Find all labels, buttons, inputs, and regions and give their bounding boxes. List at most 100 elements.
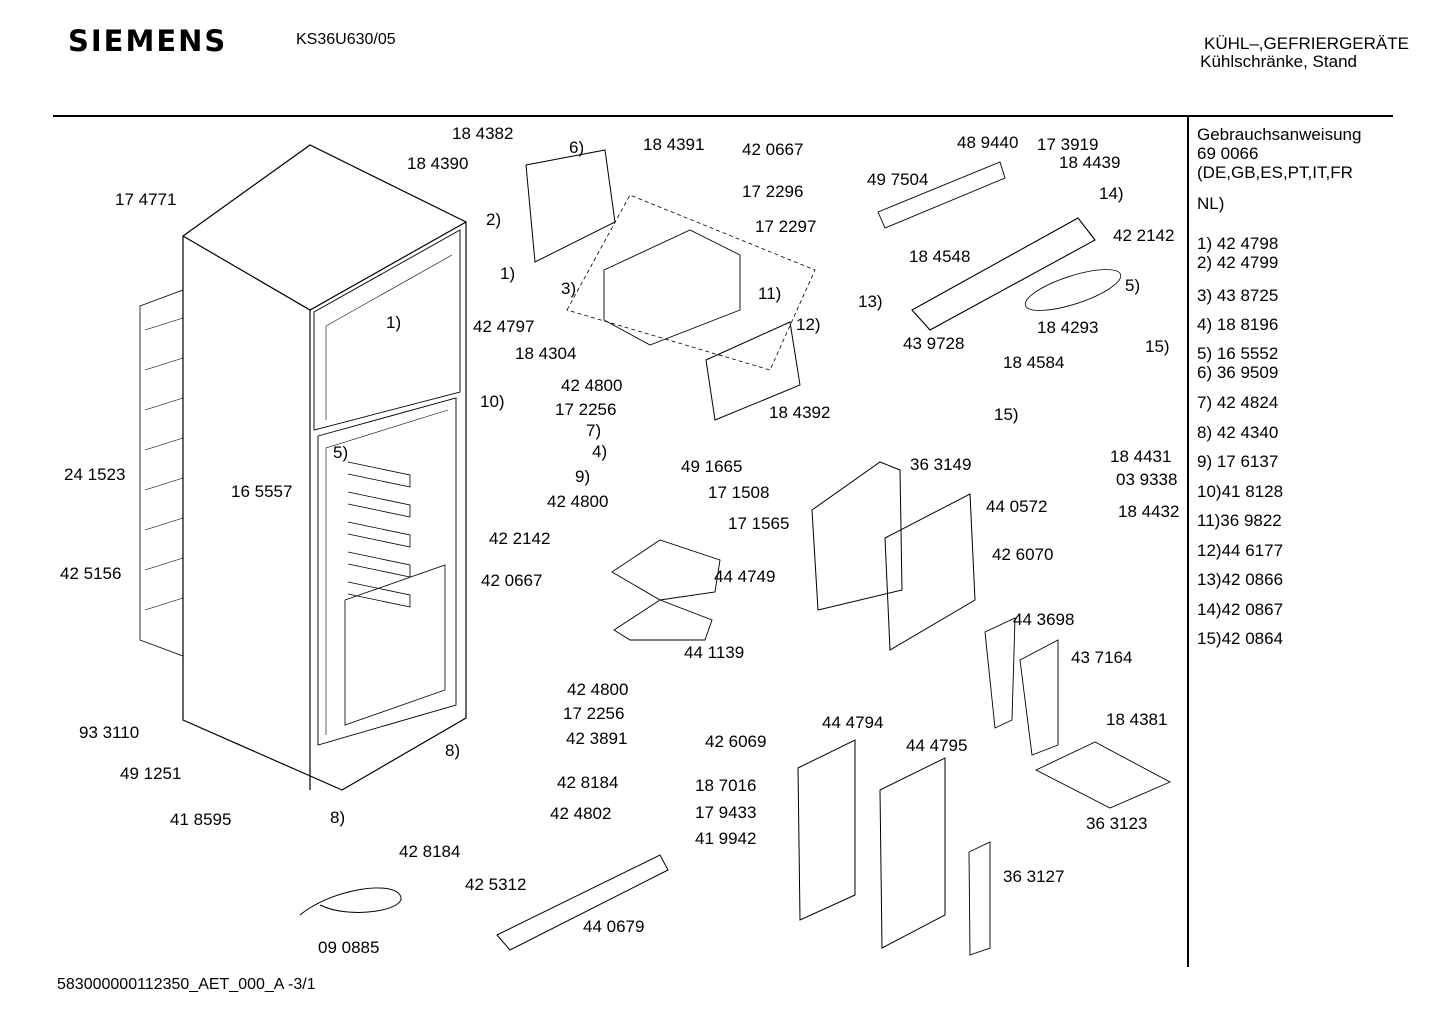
part-label: 42 4800 [547, 492, 609, 511]
part-label: 1) [386, 313, 402, 332]
header-divider [53, 115, 1393, 117]
part-label: 18 4548 [909, 247, 971, 266]
part-label: 42 2142 [489, 529, 551, 548]
part-label: 41 8595 [170, 810, 232, 829]
part-label: 17 3919 [1037, 135, 1099, 154]
part-label: 18 4390 [407, 154, 469, 173]
part-label: 1) [500, 264, 516, 283]
part-label: 16 5557 [231, 482, 293, 501]
evaporator-drawing [525, 149, 816, 421]
part-label: 15) [1145, 337, 1170, 356]
part-label: 48 9440 [957, 133, 1019, 152]
part-label: 18 7016 [695, 776, 757, 795]
part-label: 44 1139 [684, 643, 745, 662]
sidebar-item: 12)44 6177 [1197, 541, 1284, 560]
part-label: 18 4293 [1037, 318, 1099, 337]
part-label: 5) [333, 443, 349, 462]
part-label: 18 4381 [1106, 710, 1168, 729]
sidebar-item: 3) 43 8725 [1197, 286, 1279, 305]
part-label: 2) [486, 210, 502, 229]
part-label: 15) [994, 405, 1019, 424]
part-label: 42 4797 [473, 317, 535, 336]
part-label: 18 4304 [515, 344, 577, 363]
manual-languages-cont: NL) [1197, 194, 1225, 213]
part-label: 93 3110 [79, 723, 140, 742]
category-title: KÜHL–,GEFRIERGERÄTE [1204, 34, 1409, 53]
sidebar-item: 13)42 0866 [1197, 570, 1284, 589]
sidebar-item: 5) 16 5552 [1197, 344, 1279, 363]
part-label: 44 4795 [906, 736, 968, 755]
part-label: 12) [796, 315, 821, 334]
category-subtitle: Kühlschränke, Stand [1200, 52, 1357, 71]
model-number: KS36U630/05 [296, 31, 396, 48]
part-label: 4) [592, 442, 608, 461]
sidebar-item: 8) 42 4340 [1197, 423, 1279, 442]
sidebar-item: 11)36 9822 [1197, 511, 1282, 530]
cover-plates-drawing [811, 461, 976, 651]
part-label: 36 3149 [910, 455, 972, 474]
part-label: 42 5156 [60, 564, 122, 583]
part-label: 18 4392 [769, 403, 831, 422]
part-label: 3) [561, 279, 577, 298]
part-label: 17 2256 [555, 400, 617, 419]
sidebar-item: 2) 42 4799 [1197, 253, 1279, 272]
part-label: 42 0667 [481, 571, 543, 590]
part-label: 42 8184 [399, 842, 461, 861]
part-label: 13) [858, 292, 883, 311]
part-label: 5) [1125, 276, 1141, 295]
part-label: 42 6069 [705, 732, 767, 751]
part-label: 18 4431 [1110, 447, 1172, 466]
part-label: 6) [569, 138, 585, 157]
parts-sidebar: Gebrauchsanweisung 69 0066 (DE,GB,ES,PT,… [1197, 125, 1361, 648]
part-label: 10) [480, 392, 505, 411]
part-label: 42 4800 [561, 376, 623, 395]
manual-languages: (DE,GB,ES,PT,IT,FR [1197, 163, 1353, 182]
door-trays-drawing [496, 539, 1172, 956]
part-label: 7) [586, 421, 602, 440]
part-label: 42 3891 [566, 729, 628, 748]
part-label: 17 2256 [563, 704, 625, 723]
part-label: 42 4802 [550, 804, 612, 823]
sidebar-item: 4) 18 8196 [1197, 315, 1279, 334]
part-label: 03 9338 [1116, 470, 1178, 489]
part-label: 42 0667 [742, 140, 804, 159]
part-label: 8) [445, 741, 461, 760]
part-label: 17 9433 [695, 803, 757, 822]
part-label: 8) [330, 808, 346, 827]
part-label: 17 1508 [708, 483, 770, 502]
fridge-cabinet-drawing [139, 144, 467, 791]
sidebar-item: 14)42 0867 [1197, 600, 1284, 619]
sidebar-item: 7) 42 4824 [1197, 393, 1279, 412]
part-label: 17 2296 [742, 182, 804, 201]
part-label: 9) [575, 467, 591, 486]
part-label: 18 4391 [643, 135, 705, 154]
sidebar-item: 6) 36 9509 [1197, 363, 1279, 382]
part-label: 44 3698 [1013, 610, 1075, 629]
part-label: 44 4749 [714, 567, 776, 586]
control-panel-drawing [877, 161, 1122, 331]
part-label: 43 7164 [1071, 648, 1133, 667]
part-label: 49 1251 [120, 764, 182, 783]
part-label: 42 8184 [557, 773, 619, 792]
part-label: 18 4432 [1118, 502, 1180, 521]
part-label: 44 4794 [822, 713, 884, 732]
sidebar-divider [1187, 117, 1189, 967]
part-label: 17 1565 [728, 514, 790, 533]
document-id: 583000000112350_AET_000_A -3/1 [57, 976, 316, 993]
brand-logo: SIEMENS [68, 24, 228, 58]
manual-title: Gebrauchsanweisung [1197, 125, 1362, 144]
sidebar-item: 1) 42 4798 [1197, 234, 1279, 253]
part-label: 18 4439 [1059, 153, 1121, 172]
part-label: 42 4800 [567, 680, 629, 699]
part-label: 36 3123 [1086, 814, 1148, 833]
sidebar-item: 9) 17 6137 [1197, 452, 1279, 471]
part-label: 42 5312 [465, 875, 527, 894]
part-label: 18 4584 [1003, 353, 1065, 372]
part-label: 14) [1099, 184, 1124, 203]
part-label: 43 9728 [903, 334, 965, 353]
sidebar-item: 10)41 8128 [1197, 482, 1284, 501]
sidebar-item: 15)42 0864 [1197, 629, 1284, 648]
part-label: 36 3127 [1003, 867, 1065, 886]
part-label: 44 0572 [986, 497, 1048, 516]
part-label: 41 9942 [695, 829, 757, 848]
